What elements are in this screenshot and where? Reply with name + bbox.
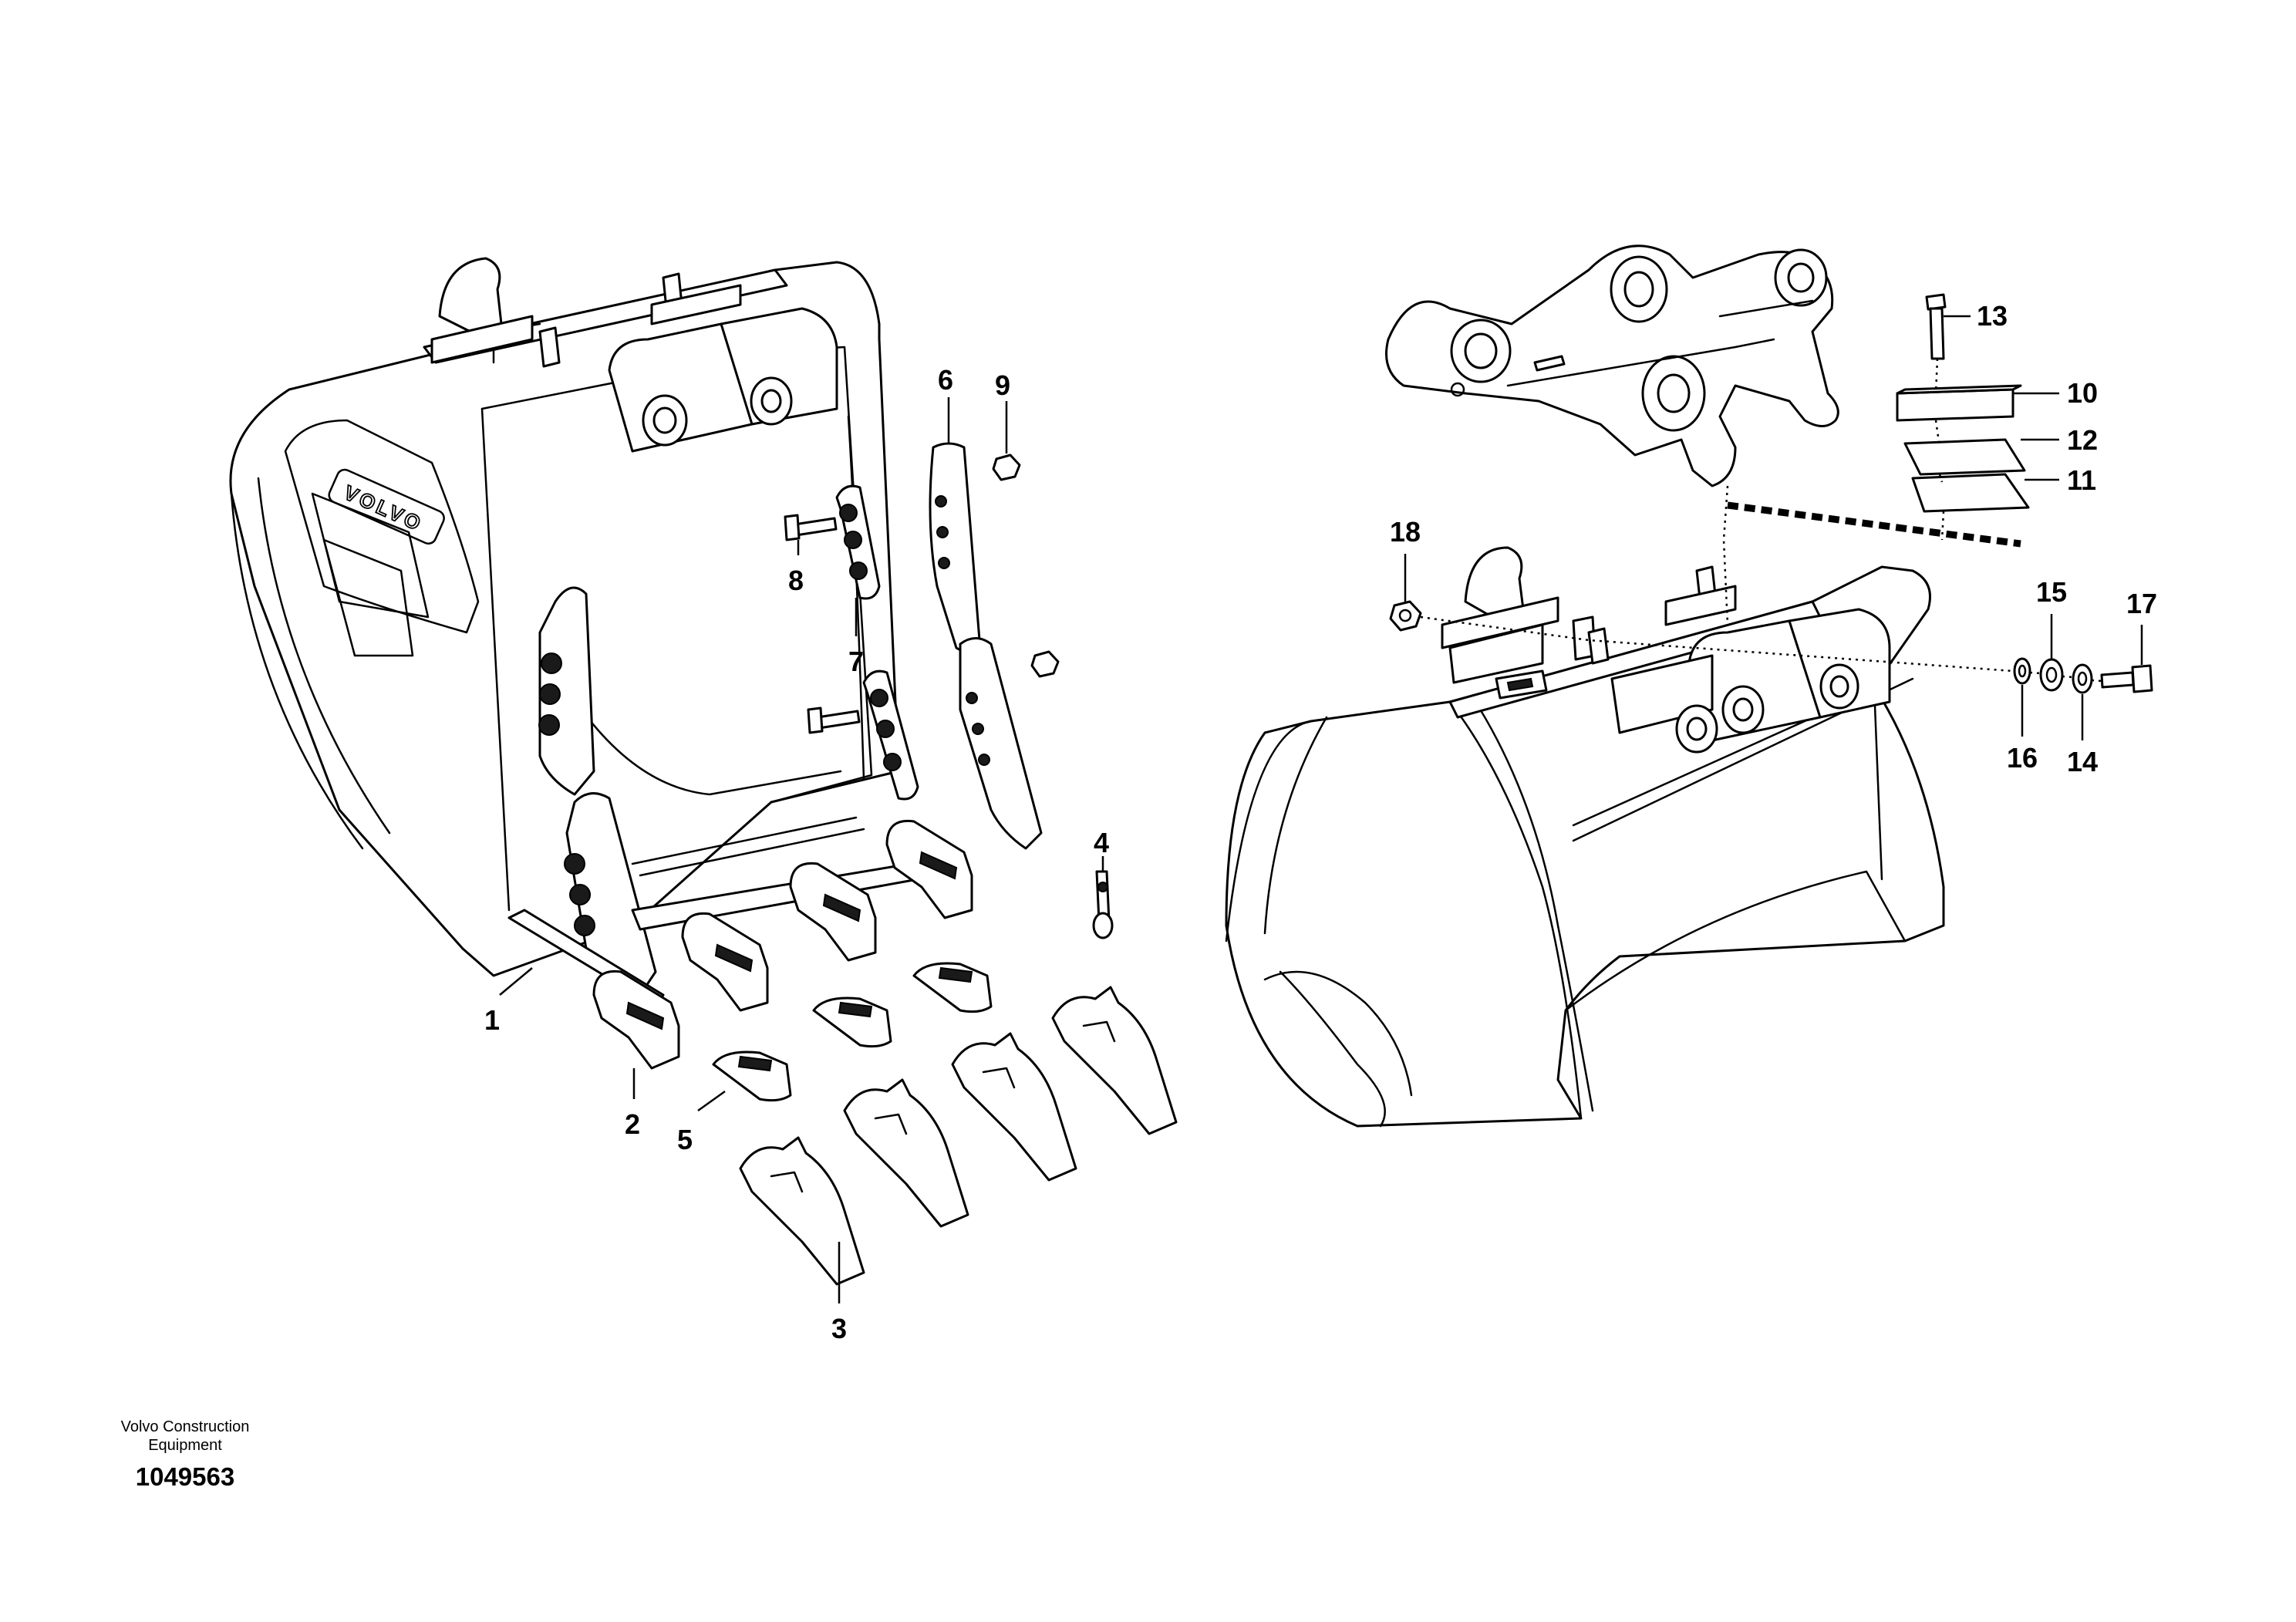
callout-9: 9 — [995, 369, 1010, 401]
callout-5: 5 — [677, 1124, 693, 1155]
wear-plate-lower — [862, 669, 919, 801]
top-bolt — [1925, 293, 1947, 360]
wear-cap-2 — [812, 996, 892, 1048]
tooth-adapter-4 — [885, 819, 973, 919]
shim-plate-upper — [1903, 438, 2026, 476]
quick-coupler — [1385, 244, 1839, 487]
callout-6: 6 — [938, 364, 953, 396]
side-bolt — [2100, 664, 2153, 693]
washer-15 — [2039, 658, 2064, 692]
tooth-adapter-2 — [681, 912, 769, 1012]
callout-7: 7 — [848, 646, 864, 677]
pin-retainer — [1092, 870, 1114, 939]
shim-plate-lower — [1911, 473, 2030, 513]
callout-11: 11 — [2067, 464, 2096, 496]
hex-nut — [1389, 600, 1422, 632]
callout-10: 10 — [2067, 377, 2098, 409]
callout-15: 15 — [2036, 576, 2067, 608]
right-bucket — [1225, 546, 1945, 1128]
document-number: 1049563 — [135, 1462, 235, 1491]
callout-13: 13 — [1977, 300, 2008, 332]
tooth-2 — [843, 1078, 969, 1228]
assembly-line-hatched — [1727, 501, 2021, 548]
side-cutter-right-lower — [959, 637, 1043, 850]
callout-8: 8 — [788, 565, 804, 596]
company-name-line2: Equipment — [148, 1437, 222, 1454]
side-cutter-right-upper — [929, 442, 981, 652]
callout-16: 16 — [2007, 742, 2038, 774]
tooth-1 — [739, 1136, 865, 1286]
leader-lines — [499, 315, 2143, 1303]
side-cutter-upper-left — [538, 586, 595, 796]
nut-lower — [1030, 650, 1060, 678]
bolt-upper — [784, 514, 838, 541]
callout-12: 12 — [2067, 424, 2098, 456]
callout-3: 3 — [831, 1313, 847, 1344]
callout-2: 2 — [625, 1108, 640, 1140]
washer-16 — [2013, 657, 2031, 685]
company-name-line1: Volvo Construction — [120, 1418, 250, 1435]
callout-1: 1 — [484, 1004, 500, 1036]
tooth-adapter-1 — [592, 969, 680, 1070]
washer-14 — [2072, 663, 2093, 694]
wear-cap-3 — [912, 962, 993, 1013]
footer: Volvo Construction Equipment 1049563 — [100, 1418, 270, 1492]
bolt-lower — [807, 706, 861, 734]
tooth-3 — [951, 1032, 1077, 1182]
callout-4: 4 — [1094, 827, 1109, 858]
nut-upper — [992, 454, 1021, 481]
wear-plate-upper — [835, 484, 881, 600]
tooth-4 — [1051, 986, 1178, 1135]
tooth-adapter-3 — [789, 862, 877, 962]
shim-block — [1896, 384, 2022, 422]
callout-14: 14 — [2067, 746, 2098, 777]
wear-cap-1 — [712, 1050, 792, 1102]
callout-17: 17 — [2126, 588, 2157, 619]
callout-18: 18 — [1390, 516, 1421, 548]
